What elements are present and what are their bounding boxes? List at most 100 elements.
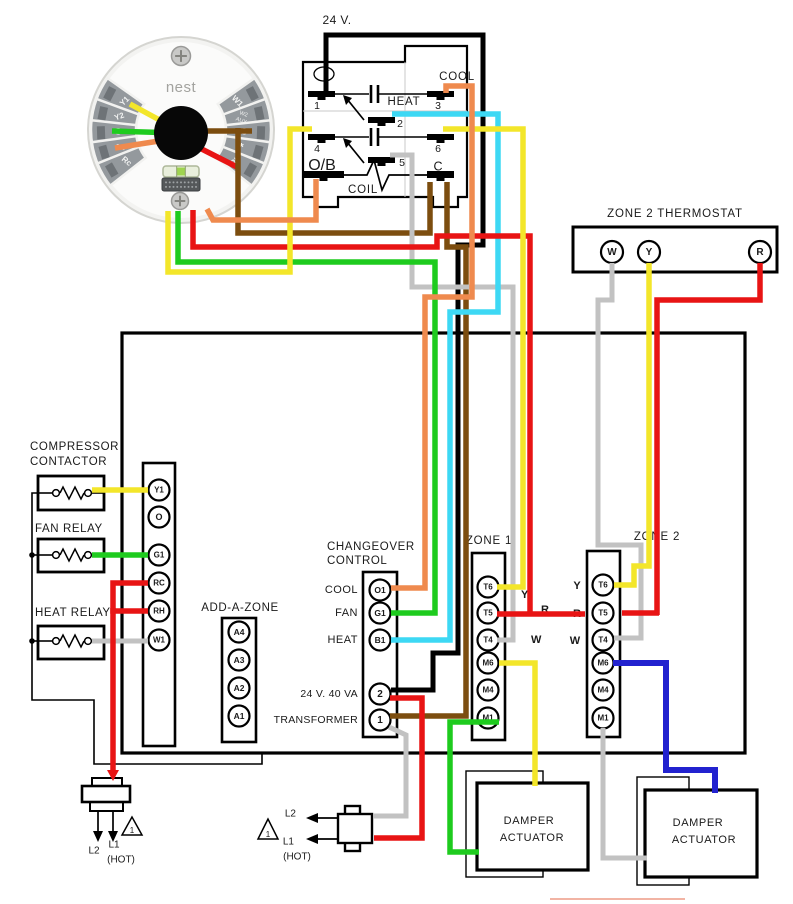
- terminal-RH: RH: [147, 599, 171, 623]
- relay-coil-line: [344, 157, 427, 193]
- wire-gray-relay5-to-zone1T4: [390, 152, 516, 643]
- relay-arm-1: [346, 98, 365, 121]
- wire-brown-nest-to-relayC: [235, 128, 433, 236]
- relay-bar-6-tab: [436, 139, 445, 143]
- zone2-W-label: W: [570, 635, 581, 647]
- zone1-M6-label: M6: [482, 659, 494, 668]
- common-bus-wire: [31, 492, 263, 765]
- nest-terminal-W1-button: [245, 86, 259, 102]
- relay-num-3: 3: [435, 100, 441, 112]
- zone1-label: ZONE 1: [466, 535, 512, 547]
- nest-terminal-W2-label-0: W2: [239, 110, 249, 118]
- relay-bar-2: [368, 117, 395, 123]
- zone2-thermostat-Y: Y: [636, 239, 662, 265]
- relay-cool-label: COOL: [439, 71, 475, 83]
- relay-bar-OB: [303, 171, 344, 178]
- nest-connector: [161, 177, 201, 192]
- relay-bar-5-tab: [377, 162, 386, 166]
- relay-coil-label: COIL: [348, 184, 378, 196]
- xfmr-mid-wide: [336, 812, 374, 845]
- relay-arm2-arrow: [343, 138, 352, 148]
- wire-brown-relayC-to-terminal1: [390, 182, 469, 719]
- xfmr-mid-warning: 1: [256, 817, 280, 840]
- xfmr-left-warning: 1: [120, 815, 144, 836]
- relay-bar-6: [427, 134, 454, 140]
- zone2-T6: T6: [591, 573, 615, 597]
- terminal-G1-label: G1: [154, 551, 165, 560]
- heat-label: HEAT: [327, 634, 358, 646]
- transformer-volts-label: 24 V. 40 VA: [300, 688, 358, 700]
- fan-label: FAN: [335, 607, 358, 619]
- wire-yellow-zone1M6-to-damper1: [499, 660, 538, 786]
- zone1-T6-label: T6: [483, 583, 493, 592]
- terminal-1: 1: [368, 708, 392, 732]
- wire-green-nest-to-chgG1: [175, 211, 438, 616]
- relay-bar-3-tab: [436, 96, 445, 100]
- zone1-Y-label: Y: [521, 589, 529, 601]
- zone2-M4-label: M4: [597, 686, 609, 695]
- terminal-A1-label: A1: [234, 711, 245, 721]
- zone1-T4: T4: [476, 628, 500, 652]
- zone1-T5-label: T5: [483, 609, 493, 618]
- xfmr-mid-arrow-L1: [306, 834, 318, 844]
- zone2-thermostat-box: [571, 225, 779, 274]
- wire-red-terminal2-to-xfmr: [374, 695, 425, 841]
- damper2-box: [643, 788, 759, 879]
- terminal-A4: A4: [227, 620, 251, 644]
- terminal-W1: W1: [147, 628, 171, 652]
- terminal-2: 2: [368, 682, 392, 706]
- compressor-contactor-label-1: COMPRESSOR: [30, 441, 119, 453]
- zone1-box: [470, 551, 507, 742]
- relay-bar-1: [308, 91, 335, 97]
- zone1-W-label: W: [531, 634, 542, 646]
- zone2-M6-label: M6: [597, 659, 609, 668]
- fan-relay-label: FAN RELAY: [35, 523, 103, 535]
- zone2-T6-label: T6: [598, 581, 608, 590]
- relay-ob-label: O/B: [308, 157, 336, 174]
- zone1-M1-label: M1: [482, 714, 494, 723]
- nest-terminal-C-button: [256, 126, 266, 140]
- zone2-thermostat-Y-label: Y: [646, 247, 653, 258]
- xfmr-left-hot: (HOT): [107, 855, 135, 866]
- relay-bar-4-tab: [317, 139, 326, 143]
- nest-bubble-level: [162, 165, 200, 178]
- zone1-M1: M1: [476, 706, 500, 730]
- wire-cyan-relay2-to-B1: [391, 111, 501, 643]
- xfmr-mid-arrow-L2: [306, 813, 318, 823]
- nest-terminal-OB-button: [98, 144, 110, 160]
- terminal-A3-label: A3: [234, 655, 245, 665]
- nest-terminal-star-button: [252, 144, 264, 160]
- left-strip-box: [141, 461, 177, 748]
- changeover-label-2: CONTROL: [327, 555, 387, 567]
- damper1-box: [475, 781, 590, 872]
- damper1-label-2: ACTUATOR: [500, 832, 564, 844]
- wire-gray-zone2W-to-zone2T4: [595, 263, 644, 641]
- relay-num-4: 4: [314, 143, 320, 155]
- relay-bar-OB-tab: [319, 177, 328, 181]
- nest-terminal-W2-button: [253, 106, 265, 121]
- zone1-M4: M4: [476, 678, 500, 702]
- changeover-label-1: CHANGEOVER: [327, 541, 415, 553]
- bus-junction-2: [29, 638, 35, 644]
- terminal-A4-label: A4: [234, 627, 245, 637]
- wire-gray-terminal1-to-xfmr: [373, 724, 409, 819]
- nest-screw-bottom: [170, 191, 190, 211]
- wire-orange-nest-to-relayOB: [204, 179, 319, 223]
- transformer-label: TRANSFORMER: [274, 714, 358, 726]
- nest-terminal-Y2-button: [97, 106, 109, 121]
- terminal-G1: G1: [147, 543, 171, 567]
- terminal-O: O: [147, 505, 171, 529]
- wire-gray-zone2M1-to-damper2: [600, 728, 647, 861]
- relay-bar-4: [308, 134, 335, 140]
- damper2-label-1: DAMPER: [673, 817, 724, 829]
- terminal-chg-G1: G1: [368, 601, 392, 625]
- terminal-1-label: 1: [377, 715, 383, 726]
- wire-blue-zone2M6-to-damper2: [613, 660, 718, 793]
